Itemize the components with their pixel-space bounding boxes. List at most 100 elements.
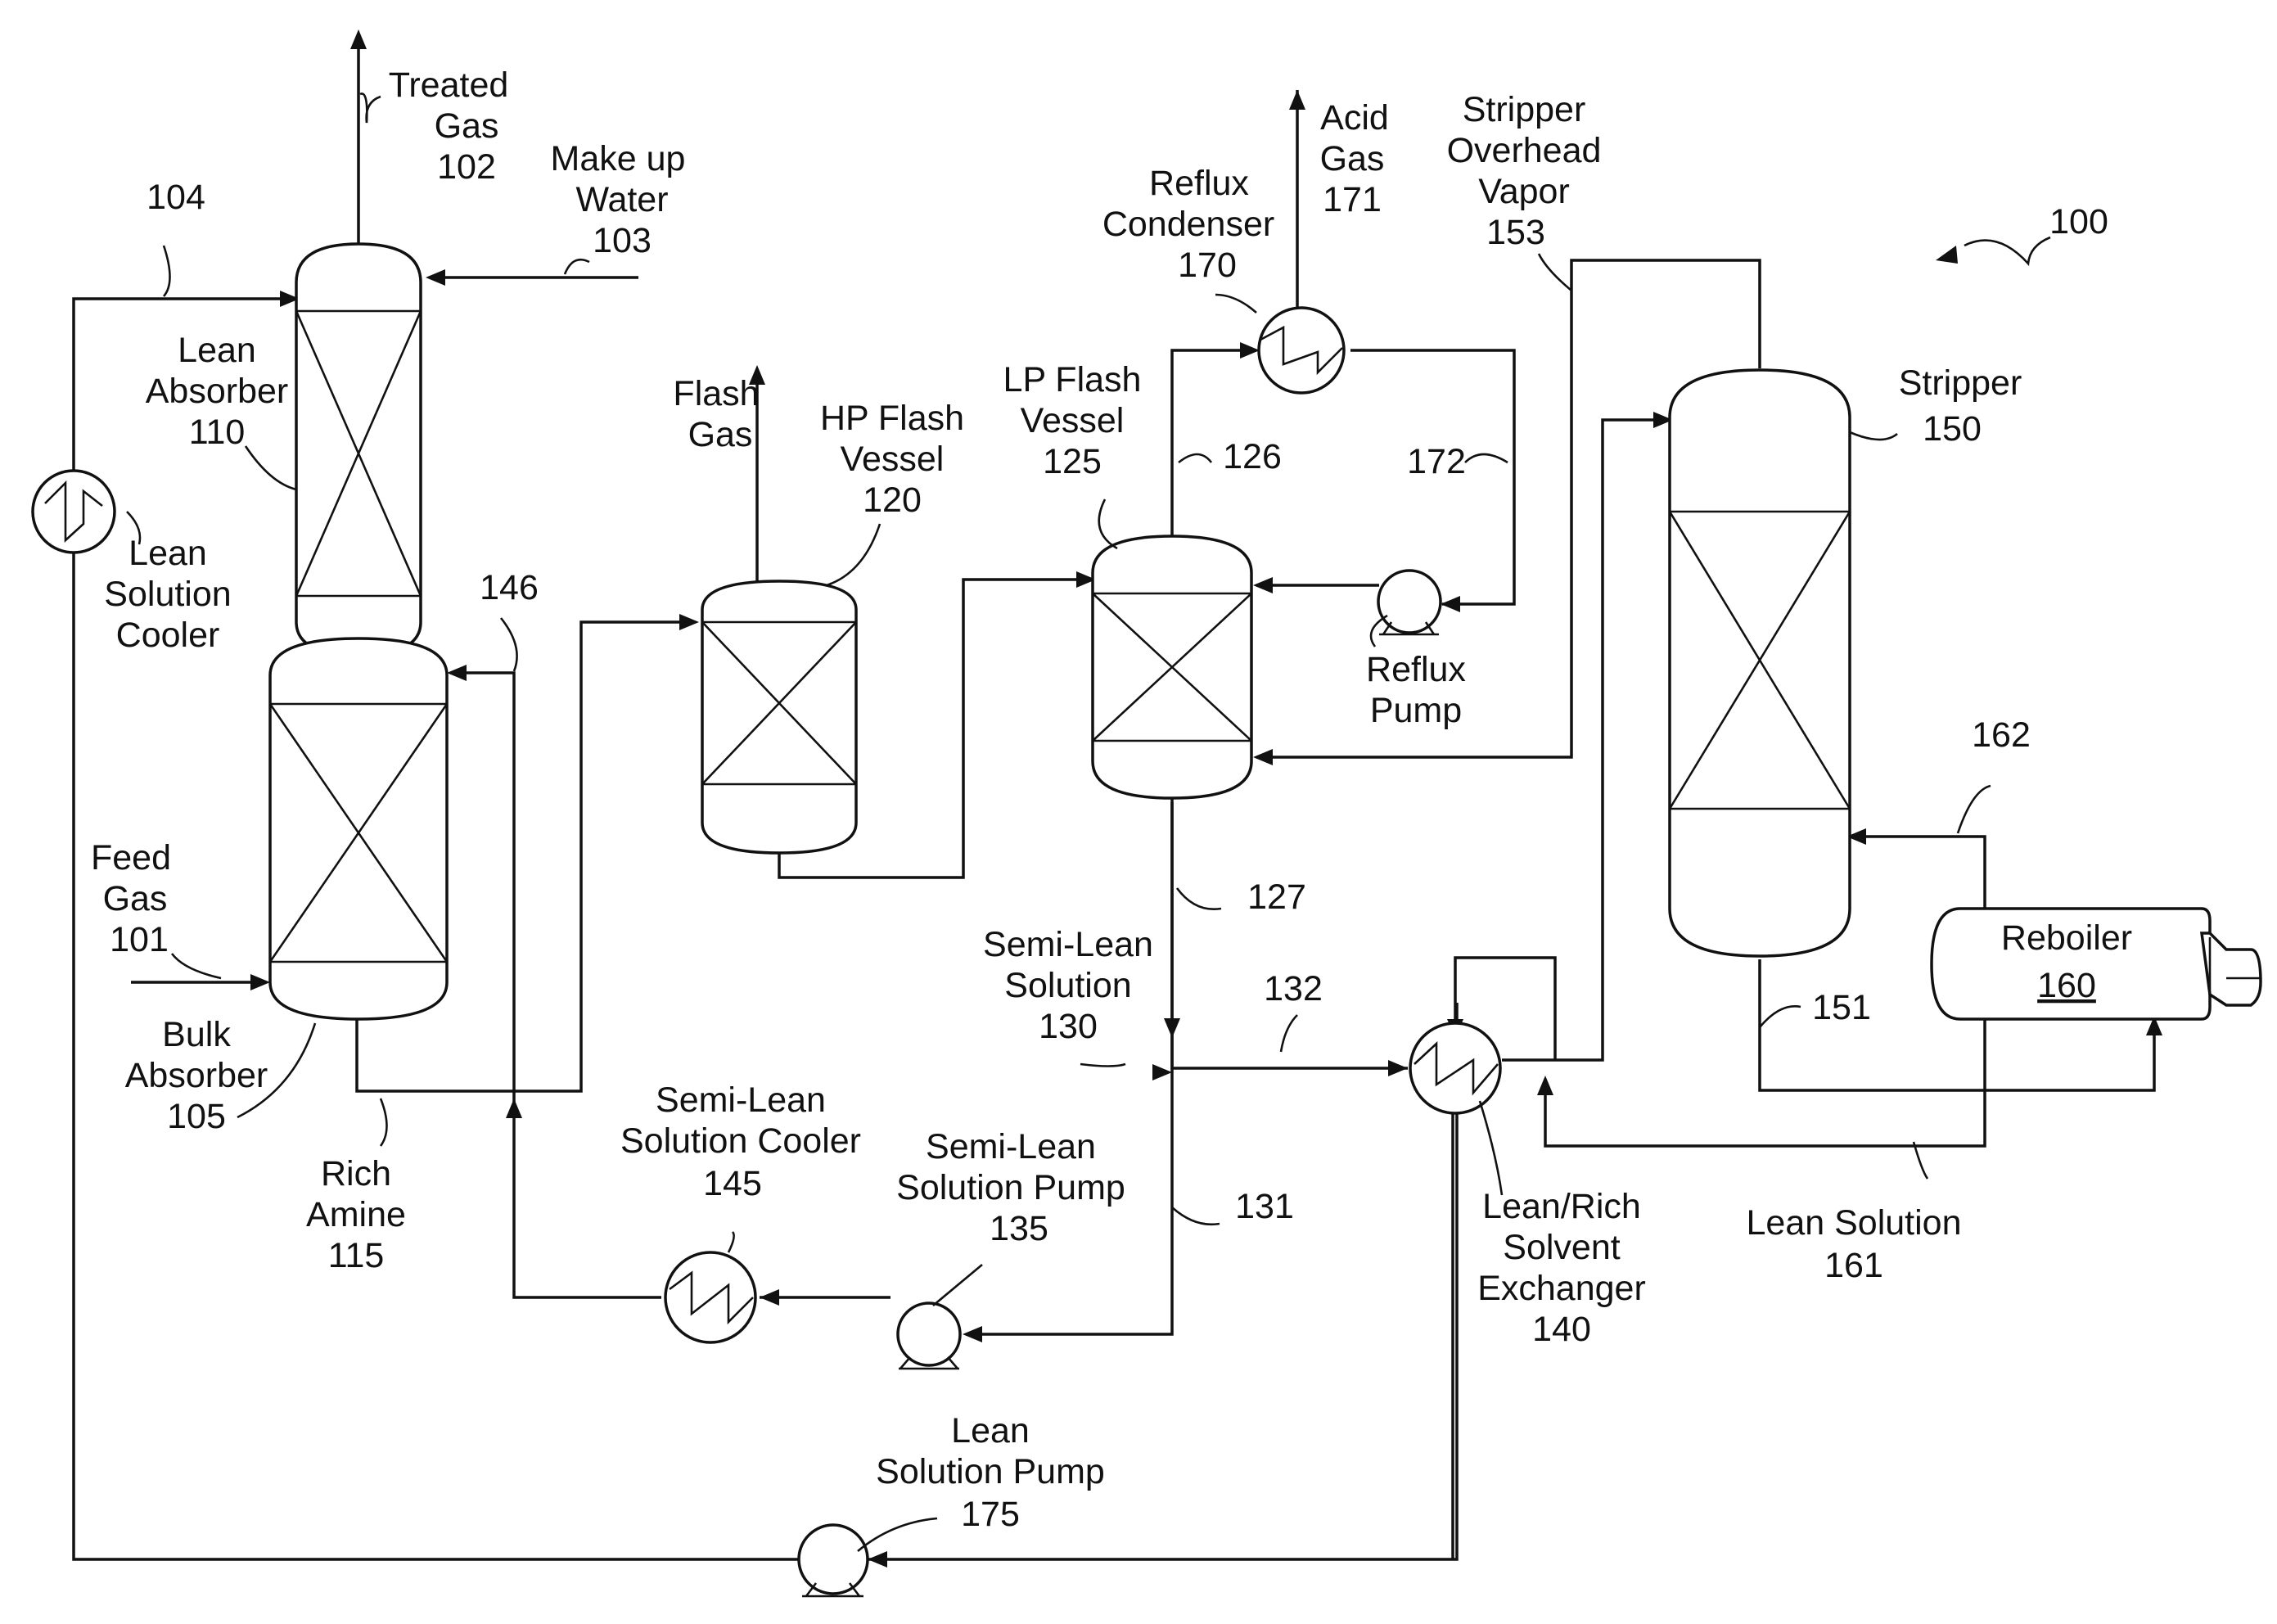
arrow-semi-lean-146-up	[506, 1098, 522, 1118]
svg-text:Absorber: Absorber	[125, 1056, 268, 1095]
lp-flash-vessel-125	[1093, 536, 1251, 798]
label-stream-151: 151	[1812, 988, 1871, 1027]
label-reflux-pump: Reflux Pump	[1366, 650, 1466, 730]
label-acid-gas: Acid Gas 171	[1320, 98, 1389, 219]
label-reflux-condenser: Reflux Condenser 170	[1102, 164, 1274, 285]
label-stripper: Stripper 150	[1899, 363, 2022, 449]
label-stream-146: 146	[480, 568, 539, 607]
svg-text:Absorber: Absorber	[146, 372, 288, 411]
svg-text:140: 140	[1532, 1310, 1591, 1349]
svg-text:Semi-Lean: Semi-Lean	[926, 1127, 1096, 1166]
hp-flash-vessel-120	[702, 385, 856, 853]
svg-text:101: 101	[110, 920, 169, 959]
svg-text:Water: Water	[575, 180, 668, 219]
figure-ref: 100	[2049, 202, 2108, 241]
svg-text:153: 153	[1486, 213, 1545, 252]
svg-text:Acid: Acid	[1320, 98, 1389, 138]
svg-text:125: 125	[1043, 442, 1102, 481]
svg-text:Cooler: Cooler	[116, 616, 220, 655]
svg-text:Stripper: Stripper	[1463, 90, 1586, 129]
label-lp-flash-vessel: LP Flash Vessel 125	[1003, 360, 1142, 481]
lean-solution-cooler	[33, 471, 115, 553]
arrow-lean-161-up	[1537, 1076, 1553, 1095]
label-semi-lean-pump: Semi-Lean Solution Pump 135	[896, 1127, 1125, 1248]
svg-text:Overhead: Overhead	[1447, 131, 1602, 170]
svg-text:103: 103	[593, 221, 652, 260]
label-stream-132: 132	[1264, 969, 1323, 1008]
arrow-stripper-vapor-return	[1253, 749, 1273, 765]
label-lean-solution-cooler: Lean Solution Cooler	[104, 534, 231, 655]
svg-text:Exchanger: Exchanger	[1477, 1269, 1646, 1308]
label-semi-lean-solution: Semi-Lean Solution 130	[983, 925, 1153, 1046]
label-stream-126: 126	[1223, 437, 1282, 476]
lp-flash-bottoms-line	[1172, 798, 1408, 1068]
arrow-semi-lean-130	[1152, 1064, 1172, 1080]
svg-text:Reflux: Reflux	[1366, 650, 1466, 689]
label-lean-solution-161: Lean Solution 161	[1747, 1203, 1962, 1285]
semi-lean-cooler-145	[665, 1252, 755, 1342]
label-stream-127: 127	[1247, 877, 1306, 917]
label-makeup-water: Make up Water 103	[551, 139, 686, 260]
bulk-absorber-105	[270, 638, 447, 1019]
svg-text:Treated: Treated	[389, 65, 509, 105]
svg-text:Rich: Rich	[321, 1154, 391, 1193]
svg-text:110: 110	[189, 413, 246, 452]
label-stream-104: 104	[147, 178, 205, 217]
svg-text:115: 115	[328, 1236, 385, 1275]
svg-text:Gas: Gas	[1320, 139, 1385, 178]
reboiler-return-line-162	[1850, 837, 1985, 909]
label-rich-amine: Rich Amine 115	[306, 1154, 406, 1275]
svg-text:Stripper: Stripper	[1899, 363, 2022, 403]
arrow-feed-gas	[250, 974, 270, 990]
label-hp-flash-vessel: HP Flash Vessel 120	[820, 399, 964, 520]
arrow-acid-gas	[1289, 90, 1305, 110]
svg-text:150: 150	[1923, 409, 1982, 449]
svg-text:Lean Solution: Lean Solution	[1747, 1203, 1962, 1243]
arrow-semi-lean-pump-in	[963, 1326, 982, 1342]
label-treated-gas: Treated Gas 102	[389, 65, 509, 187]
arrow-makeup-water	[426, 269, 445, 286]
label-stripper-overhead-vapor: Stripper Overhead Vapor 153	[1447, 90, 1602, 252]
svg-text:LP Flash: LP Flash	[1003, 360, 1142, 399]
svg-text:Solution Pump: Solution Pump	[876, 1452, 1105, 1491]
svg-text:130: 130	[1039, 1007, 1098, 1046]
svg-text:Semi-Lean: Semi-Lean	[983, 925, 1153, 964]
label-lean-solution-pump: Lean Solution Pump 175	[876, 1411, 1105, 1534]
svg-text:Make up: Make up	[551, 139, 686, 178]
reflux-condenser-170	[1259, 308, 1344, 393]
lean-solution-pump-175	[799, 1525, 868, 1596]
stripper-150	[1670, 370, 1850, 956]
svg-text:Flash: Flash	[673, 374, 759, 413]
svg-text:170: 170	[1178, 246, 1237, 285]
svg-text:Amine: Amine	[306, 1195, 406, 1234]
label-stream-131: 131	[1235, 1187, 1294, 1226]
label-flash-gas: Flash Gas	[673, 374, 759, 454]
svg-text:135: 135	[990, 1209, 1048, 1248]
lean-solution-line-161	[1545, 937, 1985, 1146]
svg-text:Gas: Gas	[688, 415, 753, 454]
svg-text:120: 120	[863, 480, 922, 520]
svg-text:145: 145	[703, 1164, 762, 1203]
svg-text:175: 175	[961, 1495, 1020, 1534]
lean-absorber-110	[296, 244, 421, 655]
arrow-hp-flash-in	[679, 614, 699, 630]
label-lean-rich-exchanger: Lean/Rich Solvent Exchanger 140	[1477, 1187, 1646, 1349]
svg-text:Solution Pump: Solution Pump	[896, 1168, 1125, 1207]
svg-text:Solvent: Solvent	[1503, 1228, 1620, 1267]
svg-text:Bulk: Bulk	[162, 1015, 231, 1054]
svg-text:Reboiler: Reboiler	[2001, 918, 2132, 958]
lean-rich-exchanger-140	[1410, 1023, 1500, 1113]
arrow-lean-pump-in	[868, 1551, 887, 1568]
label-feed-gas: Feed Gas 101	[91, 838, 171, 959]
svg-text:Vessel: Vessel	[1021, 401, 1125, 440]
svg-text:Vapor: Vapor	[1478, 172, 1570, 211]
arrow-reflux-pump-in	[1441, 596, 1460, 612]
label-stream-162: 162	[1972, 715, 2031, 755]
reflux-pump	[1378, 571, 1441, 634]
arrow-semi-lean-cooler-in	[760, 1289, 779, 1306]
svg-text:Lean: Lean	[129, 534, 207, 573]
svg-text:Gas: Gas	[103, 879, 168, 918]
arrow-condenser-in	[1240, 342, 1260, 359]
svg-text:Gas: Gas	[435, 106, 499, 146]
